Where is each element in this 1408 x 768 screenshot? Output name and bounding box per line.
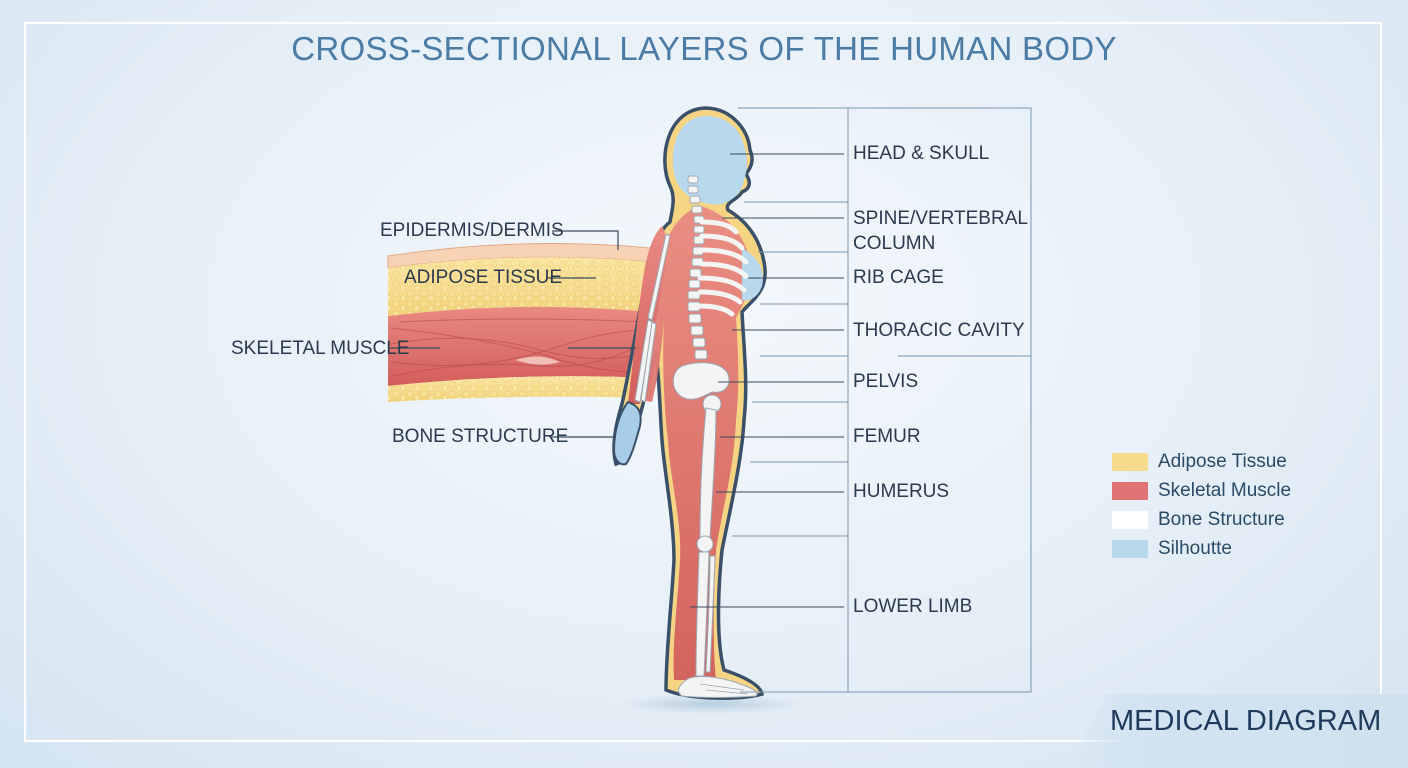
legend-label-silhouette: Silhoutte bbox=[1158, 538, 1232, 559]
label-rib-cage: RIB CAGE bbox=[853, 267, 944, 288]
label-femur: FEMUR bbox=[853, 426, 921, 447]
label-humerus: HUMERUS bbox=[853, 481, 950, 502]
label-lower-limb: LOWER LIMB bbox=[853, 596, 973, 617]
label-adipose-tissue: ADIPOSE TISSUE bbox=[404, 267, 563, 288]
label-thoracic-cavity: THORACIC CAVITY bbox=[853, 320, 1025, 341]
pelvis-bone bbox=[672, 362, 730, 400]
legend-swatch-silhouette bbox=[1112, 540, 1148, 558]
legend-swatch-bone bbox=[1112, 511, 1148, 529]
legend-label-muscle: Skeletal Muscle bbox=[1158, 480, 1292, 501]
label-epidermis: EPIDERMIS/DERMIS bbox=[380, 220, 564, 241]
left-leaders bbox=[390, 230, 636, 438]
medical-diagram-badge bbox=[1066, 694, 1408, 768]
label-bracket bbox=[732, 107, 1032, 693]
label-skeletal-muscle: SKELETAL MUSCLE bbox=[231, 338, 410, 359]
label-head-skull: HEAD & SKULL bbox=[853, 143, 990, 164]
label-spine-line2: COLUMN bbox=[853, 233, 936, 254]
tissue-cross-section bbox=[387, 243, 651, 402]
body-silhouette bbox=[612, 106, 767, 700]
legend-swatch-muscle bbox=[1112, 482, 1148, 500]
diagram-title: CROSS-SECTIONAL LAYERS OF THE HUMAN BODY bbox=[291, 30, 1117, 67]
medical-diagram-badge-text: MEDICAL DIAGRAM bbox=[1110, 705, 1382, 737]
legend-swatch-adipose bbox=[1112, 453, 1148, 471]
label-bone-structure: BONE STRUCTURE bbox=[392, 426, 569, 447]
legend-label-adipose: Adipose Tissue bbox=[1158, 451, 1287, 472]
legend-label-bone: Bone Structure bbox=[1158, 509, 1285, 530]
diagram-frame bbox=[24, 22, 1382, 742]
rib-cage bbox=[697, 219, 749, 317]
label-pelvis: PELVIS bbox=[853, 371, 919, 392]
right-leaders bbox=[690, 153, 844, 608]
skeleton bbox=[634, 175, 758, 698]
label-spine-line1: SPINE/VERTEBRAL bbox=[853, 208, 1028, 229]
